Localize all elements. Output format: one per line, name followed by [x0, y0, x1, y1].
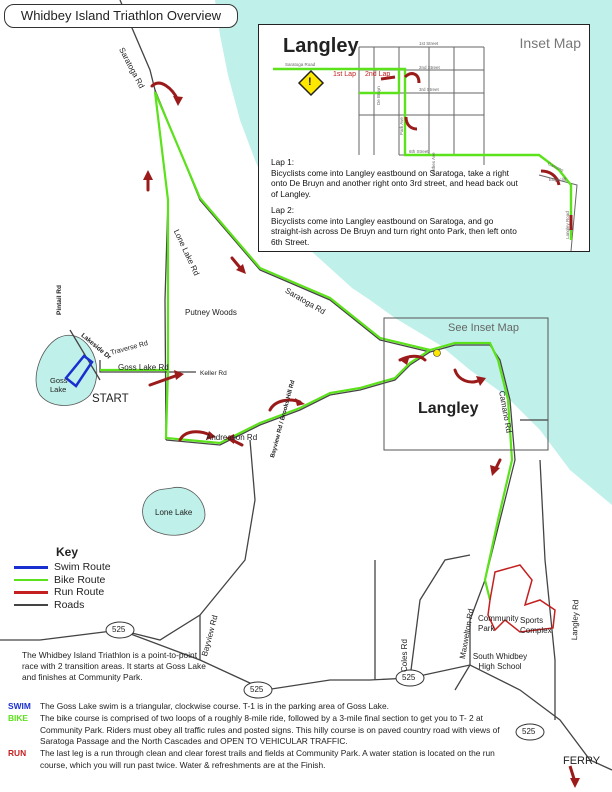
inset-street-saratoga: Saratoga Road: [285, 62, 316, 67]
goss-lake-water: [35, 334, 98, 406]
place-lone-lake: Lone Lake: [155, 508, 193, 517]
race-intro: The Whidbey Island Triathlon is a point-…: [22, 650, 206, 682]
place-langley: Langley: [418, 400, 479, 417]
lap1-text: Bicyclists come into Langley eastbound o…: [271, 167, 518, 199]
map-title: Whidbey Island Triathlon Overview: [4, 4, 238, 28]
bike-route: [100, 91, 514, 601]
key-item-swim: Swim Route: [14, 561, 144, 574]
road-label-keller: Keller Rd: [200, 370, 227, 377]
road-label-andreason: Andreason Rd: [206, 433, 258, 442]
road-label-putney: Putney Woods: [185, 308, 237, 317]
lap1-marker: 1st Lap: [333, 71, 356, 78]
inset-street-1st: 1st Street: [419, 41, 439, 46]
road-label-coles: Coles Rd: [400, 639, 409, 672]
road-label-pintail: Pintail Rd: [56, 285, 63, 315]
hwy-525-shields: [105, 621, 545, 741]
inset-label: Inset Map: [519, 35, 581, 51]
ferry-arrow-head: [570, 778, 580, 788]
place-sports-complex: Sports Complex: [520, 616, 552, 635]
road-label-langley: Langley Rd: [570, 599, 581, 641]
transition-marker: [433, 349, 441, 357]
run-route: [487, 564, 556, 633]
key-item-run: Run Route: [14, 586, 144, 599]
inset-street-2nd: 2nd Street: [419, 65, 440, 70]
lap2-heading: Lap 2:: [271, 205, 295, 215]
inset-warning-glyph: !: [308, 76, 312, 88]
lap2-text: Bicyclists come into Langley eastbound o…: [271, 215, 517, 247]
swim-route: [64, 354, 94, 388]
arrow-heads: [143, 96, 500, 476]
place-community-park: Community Park: [478, 614, 519, 633]
lap2-marker: 2nd Lap: [365, 71, 391, 78]
lone-lake-water: [142, 486, 206, 536]
inset-street-edgecliff: Edgecliff: [549, 177, 567, 182]
inset-map: Langley Inset Map !: [258, 24, 590, 252]
key-item-roads: Roads: [14, 599, 144, 612]
road-label-goss-lake: Goss Lake Rd: [118, 363, 169, 372]
road-network: [0, 0, 612, 771]
hwy-label: 525: [402, 673, 416, 682]
map-key: Key Swim Route Bike Route Run Route Road…: [14, 545, 144, 611]
inset-street-3rd: 3rd Street: [419, 87, 439, 92]
hwy-label: 525: [112, 625, 126, 634]
inset-street-langley-rd: Langley Road: [565, 211, 570, 239]
hwy-label: 525: [522, 727, 536, 736]
key-title: Key: [56, 545, 79, 559]
inset-street-park: Park Ave: [399, 117, 404, 135]
place-ferry: FERRY: [563, 755, 601, 767]
place-start: START: [92, 393, 129, 405]
inset-street-6th: 6th Street: [409, 149, 429, 154]
place-goss-lake: Goss Lake: [50, 376, 68, 394]
inset-streets: [273, 46, 578, 251]
inset-notes: Lap 1:Bicyclists come into Langley eastb…: [271, 157, 521, 253]
key-item-bike: Bike Route: [14, 574, 144, 587]
lap1-heading: Lap 1:: [271, 157, 295, 167]
inset-street-debruyn: De Bruyn: [376, 86, 381, 105]
place-see-inset: See Inset Map: [448, 322, 519, 334]
inset-title: Langley: [283, 35, 359, 57]
see-inset-box: [383, 317, 549, 451]
place-high-school: South Whidbey High School: [472, 652, 528, 671]
hwy-label: 525: [250, 685, 264, 694]
